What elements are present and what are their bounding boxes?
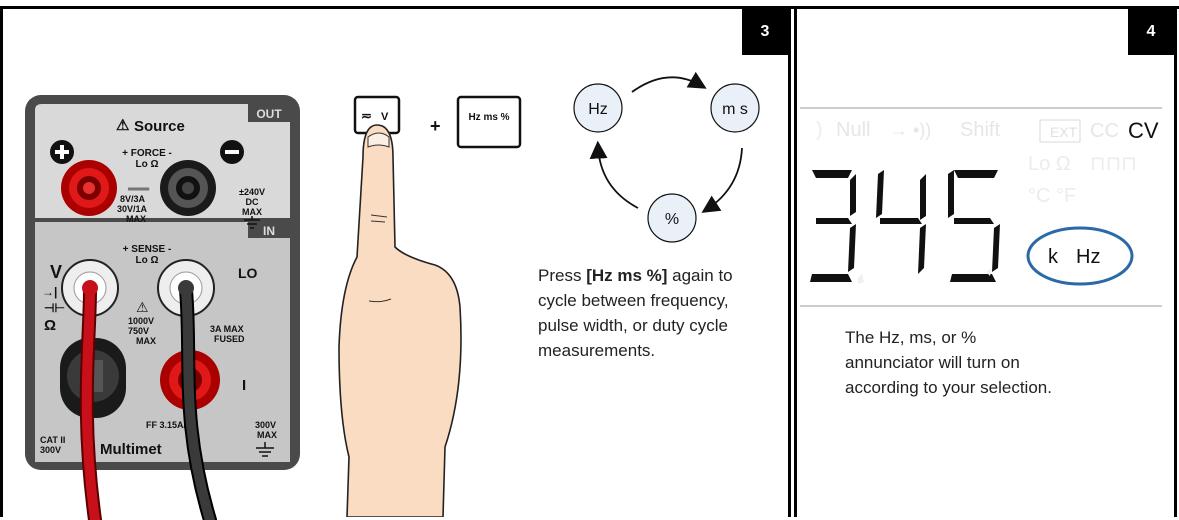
v750-label: 750V (128, 326, 149, 336)
pointing-hand (338, 124, 462, 517)
caption3-pre: Press (538, 266, 587, 285)
caption4-line3: according to your selection. (845, 378, 1052, 397)
hz-ms-pct-key-label: Hz ms % (468, 112, 509, 123)
cc-annunciator: CC (1090, 120, 1119, 142)
frame-top-border (0, 6, 1179, 9)
frame-right-border (1174, 6, 1177, 517)
capacitor-icon: ⊣⊢ (44, 301, 65, 315)
ac-symbol-icon: ≂ (361, 108, 372, 123)
amp-max-label: 3A MAX (210, 324, 244, 334)
deg-annunciator: °C °F (1028, 185, 1076, 207)
pct-node-label: % (665, 211, 679, 228)
caption3-line3: pulse width, or duty cycle (538, 316, 728, 335)
ohm-label: Ω (44, 317, 56, 334)
force-lo-ohm: Lo Ω (135, 159, 158, 170)
fused-label: FUSED (214, 334, 245, 344)
ms-node-label: m s (722, 101, 748, 118)
source-rating-3: MAX (126, 214, 146, 224)
svg-text:═══: ═══ (127, 184, 150, 195)
black-test-lead (181, 285, 215, 520)
svg-text:→ •)): → •)) (890, 120, 931, 140)
fuse-rating: FF 3.15A/5 (146, 420, 191, 430)
hz-annunciator: Hz (1076, 246, 1100, 268)
digit-4 (876, 170, 926, 274)
dc-rating-3: MAX (242, 207, 262, 217)
caption4-line2: annunciator will turn on (845, 353, 1020, 372)
max300-2: MAX (257, 430, 277, 440)
step-4-badge: 4 (1128, 9, 1174, 55)
in-label: IN (263, 224, 275, 238)
max300-1: 300V (255, 420, 276, 430)
max-label: MAX (136, 336, 156, 346)
hz-ms-pct-key (456, 95, 522, 149)
source-label: Source (134, 118, 185, 135)
pct-node (647, 193, 697, 243)
frame-left-border (0, 6, 3, 517)
i-label: I (242, 377, 246, 394)
acv-key-label: V (381, 111, 389, 123)
ext-annunciator: EXT (1050, 124, 1078, 140)
lo-ohm-annunciator: Lo Ω (1028, 153, 1071, 175)
v-label: V (50, 262, 62, 282)
panel-divider-2 (794, 6, 797, 517)
svg-text:): ) (816, 119, 823, 141)
dc-rating-1: ±240V (239, 187, 265, 197)
mode-cycle-diagram: Hz m s % (573, 71, 760, 243)
brand-label: Multimet (100, 441, 162, 458)
multimeter-terminals-illustration: OUT IN ⚠ Source + FORCE - Lo Ω ═══ 8V/3A… (25, 95, 300, 520)
hz-annunciator-highlight (1026, 226, 1134, 286)
cat-1: CAT II (40, 435, 65, 445)
hz-node (573, 83, 623, 133)
caption3-post: again to (667, 266, 733, 285)
svg-text:⊓⊓⊓: ⊓⊓⊓ (1090, 153, 1137, 175)
digit-3 (810, 170, 856, 282)
cv-annunciator: CV (1128, 118, 1159, 143)
fingernail (367, 132, 390, 148)
hz-node-label: Hz (588, 101, 608, 118)
null-annunciator: Null (836, 119, 870, 141)
warning-icon: ⚠ (116, 117, 130, 134)
k-annunciator: k (1048, 246, 1059, 268)
sense-lo-ohm: Lo Ω (135, 255, 158, 266)
keypress-illustration: ≂ V + Hz ms % (338, 95, 522, 517)
diode-icon: →| (42, 285, 57, 299)
step-4-caption: The Hz, ms, or % annunciator will turn o… (845, 325, 1052, 400)
force-label: + FORCE - (122, 148, 172, 159)
source-rating-2: 30V/1A (117, 204, 148, 214)
source-rating-1: 8V/3A (120, 194, 146, 204)
ms-node (710, 83, 760, 133)
panel-divider (788, 6, 791, 517)
digit-5 (948, 170, 1000, 282)
sense-label: + SENSE - (123, 244, 172, 255)
step-3-caption: Press [Hz ms %] again to cycle between f… (538, 263, 733, 363)
cat-2: 300V (40, 445, 61, 455)
out-label: OUT (256, 107, 282, 121)
caption3-key: [Hz ms %] (586, 266, 668, 285)
svg-text:⚠: ⚠ (136, 299, 149, 315)
ground-icon (244, 216, 260, 229)
red-test-lead (81, 285, 100, 520)
lcd-display-illustration: ) Null → •)) Shift EXT CC CV Lo Ω ⊓⊓⊓ °C… (800, 107, 1162, 307)
shift-annunciator: Shift (960, 119, 1000, 141)
plus-sign: + (430, 116, 441, 136)
arrow-ms-to-pct (701, 147, 743, 213)
v1000-label: 1000V (128, 316, 154, 326)
arrow-pct-to-hz (589, 140, 639, 209)
caption4-line1: The Hz, ms, or % (845, 328, 977, 347)
caption3-line4: measurements. (538, 341, 656, 360)
step-3-badge: 3 (742, 9, 788, 55)
arrow-hz-to-ms (631, 71, 707, 93)
lo-label: LO (238, 265, 258, 281)
dc-rating-2: DC (246, 197, 259, 207)
caption3-line2: cycle between frequency, (538, 291, 729, 310)
